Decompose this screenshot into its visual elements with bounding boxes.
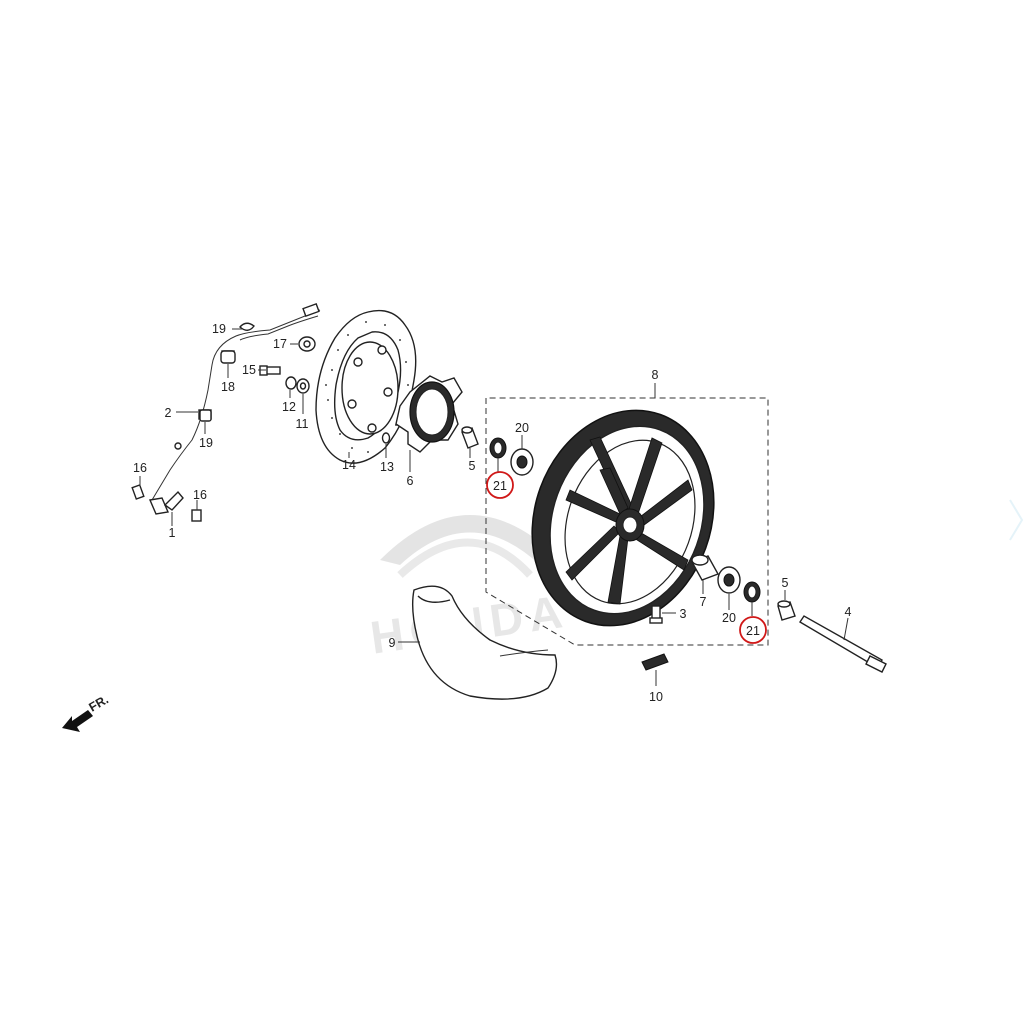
wheel-rim [531,409,715,627]
callout-21-left: 21 [493,479,507,493]
callout-8: 8 [652,368,659,382]
bolt-16-left [131,484,145,500]
bolt-16-right [191,509,202,522]
distance-collar-7 [690,554,720,581]
callout-15: 15 [242,363,256,377]
callout-17: 17 [273,337,287,351]
leader-4 [843,617,849,641]
callout-5-left: 5 [469,459,476,473]
callout-10: 10 [649,690,663,704]
highlight-circle-21-right [739,616,767,644]
edge-decoration-icon [1009,499,1024,541]
callout-2: 2 [165,406,172,420]
leader-lines [139,328,786,686]
callout-20-right: 20 [722,611,736,625]
callout-19-middle: 19 [199,436,213,450]
callout-14: 14 [342,458,356,472]
disc-carrier [395,375,463,453]
callout-6: 6 [407,474,414,488]
callout-21-right: 21 [746,624,760,638]
bearing-20-left [510,448,534,476]
dust-seal-21-right [743,581,761,603]
callout-1: 1 [169,526,176,540]
callout-12: 12 [282,400,296,414]
callout-3: 3 [680,607,687,621]
front-axle [799,615,887,673]
washer-11 [296,378,310,394]
callout-labels: 1 2 3 4 5 5 6 7 8 9 10 11 12 13 14 15 16… [133,322,851,704]
washer-13 [381,432,391,444]
callout-13: 13 [380,460,394,474]
tire [411,585,558,700]
callout-5-right: 5 [782,576,789,590]
front-direction-label: FR. [87,692,111,714]
bearing-20-right [717,566,741,594]
washer-12 [285,376,297,390]
callout-16-right: 16 [193,488,207,502]
callout-4: 4 [845,605,852,619]
callout-7: 7 [700,595,707,609]
clip-19-top [239,322,255,331]
collar-5-left [461,426,479,449]
callout-19-top: 19 [212,322,226,336]
clip-19-middle [199,409,212,422]
callout-9: 9 [389,636,396,650]
balance-weight [641,653,669,671]
wheel-assembly-boundary [485,397,769,646]
brake-disc [315,309,417,464]
callout-18: 18 [221,380,235,394]
dust-seal-21-left [489,437,507,459]
front-direction-arrow-icon [62,710,93,732]
callout-11: 11 [296,417,309,431]
highlight-circle-21-left [486,471,514,499]
callout-20-left: 20 [515,421,529,435]
abs-sensor [149,490,184,515]
collar-5-right [777,600,796,621]
clamp-18 [220,350,236,364]
callout-16-left: 16 [133,461,147,475]
nut-17 [298,336,316,352]
tire-valve [649,605,663,624]
